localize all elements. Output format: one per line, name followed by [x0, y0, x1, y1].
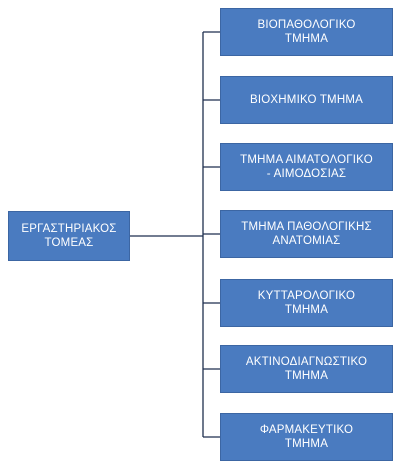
dept-node-biochemistry: ΒΙΟΧΗΜΙΚΟ ΤΜΗΜΑ [220, 76, 393, 124]
root-node-label: ΕΡΓΑΣΤΗΡΙΑΚΟΣ ΤΟΜΕΑΣ [21, 223, 117, 249]
dept-node-hematology: ΤΜΗΜΑ ΑΙΜΑΤΟΛΟΓΙΚΟ - ΑΙΜΟΔΟΣΙΑΣ [220, 143, 393, 191]
dept-node-label: ΚΥΤΤΑΡΟΛΟΓΙΚΟ ΤΜΗΜΑ [257, 290, 356, 316]
dept-node-label: ΦΑΡΜΑΚΕΥΤΙΚΟ ΤΜΗΜΑ [259, 424, 354, 450]
dept-node-label: ΒΙΟΧΗΜΙΚΟ ΤΜΗΜΑ [250, 94, 363, 106]
dept-node-pharmacy: ΦΑΡΜΑΚΕΥΤΙΚΟ ΤΜΗΜΑ [220, 413, 393, 461]
dept-node-cytology: ΚΥΤΤΑΡΟΛΟΓΙΚΟ ΤΜΗΜΑ [220, 279, 393, 327]
dept-node-biopathology: ΒΙΟΠΑΘΟΛΟΓΙΚΟ ΤΜΗΜΑ [220, 8, 393, 56]
dept-node-label: ΤΜΗΜΑ ΑΙΜΑΤΟΛΟΓΙΚΟ - ΑΙΜΟΔΟΣΙΑΣ [240, 154, 373, 180]
dept-node-label: ΑΚΤΙΝΟΔΙΑΓΝΩΣΤΙΚΟ ΤΜΗΜΑ [245, 356, 368, 382]
dept-node-pathological-anatomy: ΤΜΗΜΑ ΠΑΘΟΛΟΓΙΚΗΣ ΑΝΑΤΟΜΙΑΣ [220, 210, 393, 258]
root-node-laboratory-sector: ΕΡΓΑΣΤΗΡΙΑΚΟΣ ΤΟΜΕΑΣ [8, 211, 130, 261]
dept-node-label: ΒΙΟΠΑΘΟΛΟΓΙΚΟ ΤΜΗΜΑ [257, 19, 356, 45]
dept-node-label: ΤΜΗΜΑ ΠΑΘΟΛΟΓΙΚΗΣ ΑΝΑΤΟΜΙΑΣ [241, 221, 372, 247]
dept-node-radiology: ΑΚΤΙΝΟΔΙΑΓΝΩΣΤΙΚΟ ΤΜΗΜΑ [220, 345, 393, 393]
